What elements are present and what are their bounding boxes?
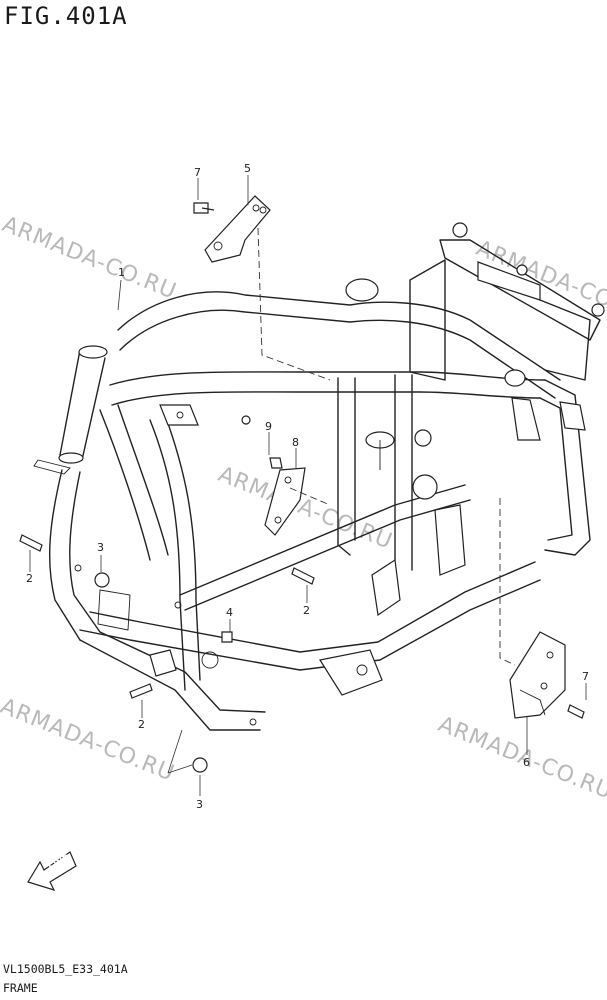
fasteners [19, 202, 585, 773]
footer-code: VL1500BL5_E33_401A [3, 962, 128, 976]
steering-head [33, 345, 108, 475]
callout-3-upper: 3 [97, 541, 104, 554]
frame-center-tubes [337, 374, 466, 617]
bracket-part-8 [264, 467, 306, 536]
figure-title: FIG.401A [4, 2, 128, 30]
frame-rear-section [409, 222, 605, 556]
frame-down-tubes [49, 404, 266, 731]
callout-6: 6 [523, 756, 530, 769]
callout-5: 5 [244, 162, 251, 175]
callout-4: 4 [226, 606, 233, 619]
callout-7-right: 7 [582, 670, 589, 683]
frame-bottom-rail [79, 484, 541, 696]
callout-2-lower: 2 [138, 718, 145, 731]
footer-name: FRAME [3, 981, 38, 995]
callout-9: 9 [265, 420, 272, 433]
callout-8: 8 [292, 436, 299, 449]
frame-top-rail [109, 278, 561, 406]
frame-upper-brackets [74, 404, 257, 726]
callout-1: 1 [118, 266, 125, 279]
leader-lines [29, 175, 587, 796]
callout-7-top: 7 [194, 166, 201, 179]
bracket-part-5 [204, 195, 271, 263]
fwd-arrow-icon [27, 851, 77, 891]
bracket-part-6 [509, 631, 566, 719]
callout-2-center: 2 [303, 604, 310, 617]
callout-2-left: 2 [26, 572, 33, 585]
reference-dashes [257, 227, 516, 666]
callout-3-lower: 3 [196, 798, 203, 811]
